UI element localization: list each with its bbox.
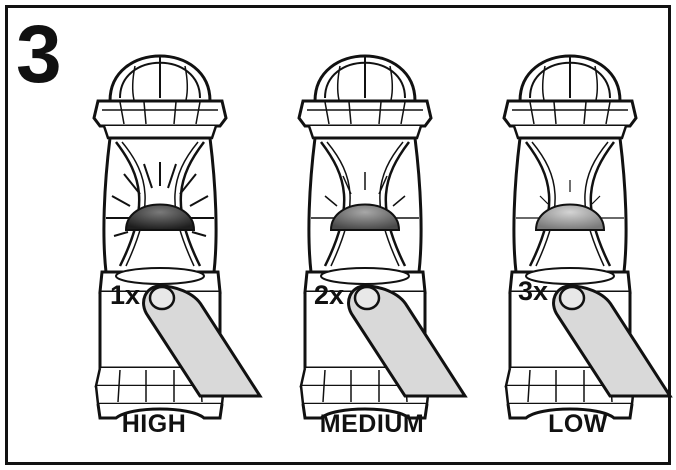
lantern-medium <box>297 54 467 420</box>
light-rays-icon <box>106 162 214 237</box>
press-count-label-1: 1x <box>110 280 141 310</box>
mode-label-medium: MEDIUM <box>319 410 425 438</box>
press-count-label-3: 3x <box>518 276 549 306</box>
lantern-high <box>92 54 262 420</box>
mode-label-high: HIGH <box>121 410 187 438</box>
mode-label-low: LOW <box>548 410 608 438</box>
press-count-label-2: 2x <box>314 280 345 310</box>
lantern-low <box>502 54 672 420</box>
step-number: 3 <box>16 9 62 100</box>
